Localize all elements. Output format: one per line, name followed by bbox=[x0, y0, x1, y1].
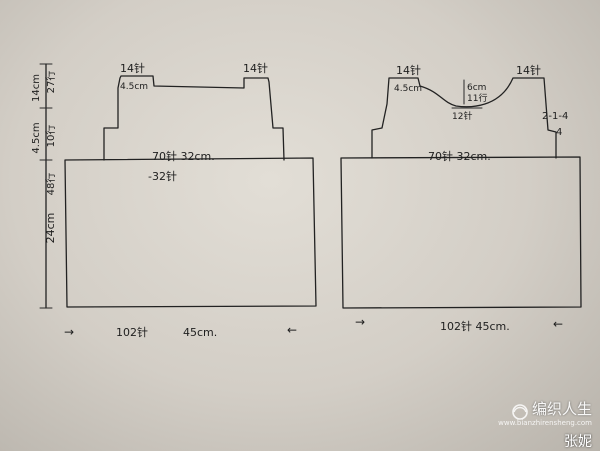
back-piece-outline bbox=[64, 75, 317, 308]
left-bottom-stitches: 102针 bbox=[116, 325, 148, 339]
left-shoulder-right-stitches: 14针 bbox=[243, 61, 268, 75]
right-shoulder-left-stitches: 14针 bbox=[396, 63, 421, 77]
height-dimension-line bbox=[39, 63, 53, 309]
left-shoulder-left-cm: 4.5cm bbox=[120, 82, 148, 92]
right-arrow-in: → bbox=[355, 315, 365, 329]
back-piece-labels: 14针 4.5cm 14针 70针 32cm. -32针 → 102针 45cm… bbox=[64, 61, 297, 339]
neck-rows: 11行 bbox=[467, 92, 487, 104]
side-decrease-1: 2-1-4 bbox=[542, 111, 568, 122]
neck-center-stitches: 12针 bbox=[452, 110, 472, 122]
left-chest-label: 70针 32cm. bbox=[152, 149, 215, 163]
watermark: 编织人生 www.bianzhirensheng.com 张妮 bbox=[498, 398, 592, 451]
right-shoulder-left-cm: 4.5cm bbox=[394, 84, 422, 94]
right-chest-label: 70针 32cm. bbox=[428, 149, 491, 163]
right-bottom-label: 102针 45cm. bbox=[440, 319, 510, 333]
left-arrow-in: → bbox=[64, 325, 74, 339]
side-decrease-2: 4 bbox=[556, 127, 562, 138]
watermark-author: 张妮 bbox=[564, 434, 592, 450]
front-piece-outline bbox=[340, 77, 582, 309]
top-cm-label: 14cm bbox=[31, 74, 42, 102]
left-bottom-cm: 45cm. bbox=[183, 326, 217, 339]
top-rows-label: 27行 bbox=[44, 71, 57, 94]
right-shoulder-right-stitches: 14针 bbox=[516, 63, 541, 77]
left-decrease-label: -32针 bbox=[148, 169, 177, 183]
watermark-logo-text: 编织人生 bbox=[531, 400, 592, 418]
mid-cm-label: 4.5cm bbox=[31, 122, 42, 153]
body-rows-label: 48行 bbox=[44, 173, 57, 196]
mid-rows-label: 10行 bbox=[44, 125, 57, 148]
watermark-url: www.bianzhirensheng.com bbox=[498, 419, 592, 427]
left-arrow-out: ← bbox=[287, 323, 297, 337]
side-labels: 27行 14cm 10行 4.5cm 48行 24cm bbox=[31, 71, 57, 244]
body-cm-label: 24cm bbox=[44, 213, 57, 244]
front-piece-labels: 14针 4.5cm 14针 6cm 11行 12针 2-1-4 4 70针 32… bbox=[355, 63, 568, 333]
left-shoulder-left-stitches: 14针 bbox=[120, 61, 145, 75]
watermark-logo-icon bbox=[512, 404, 528, 420]
neck-depth-cm: 6cm bbox=[467, 83, 486, 93]
right-arrow-out: ← bbox=[553, 317, 563, 331]
